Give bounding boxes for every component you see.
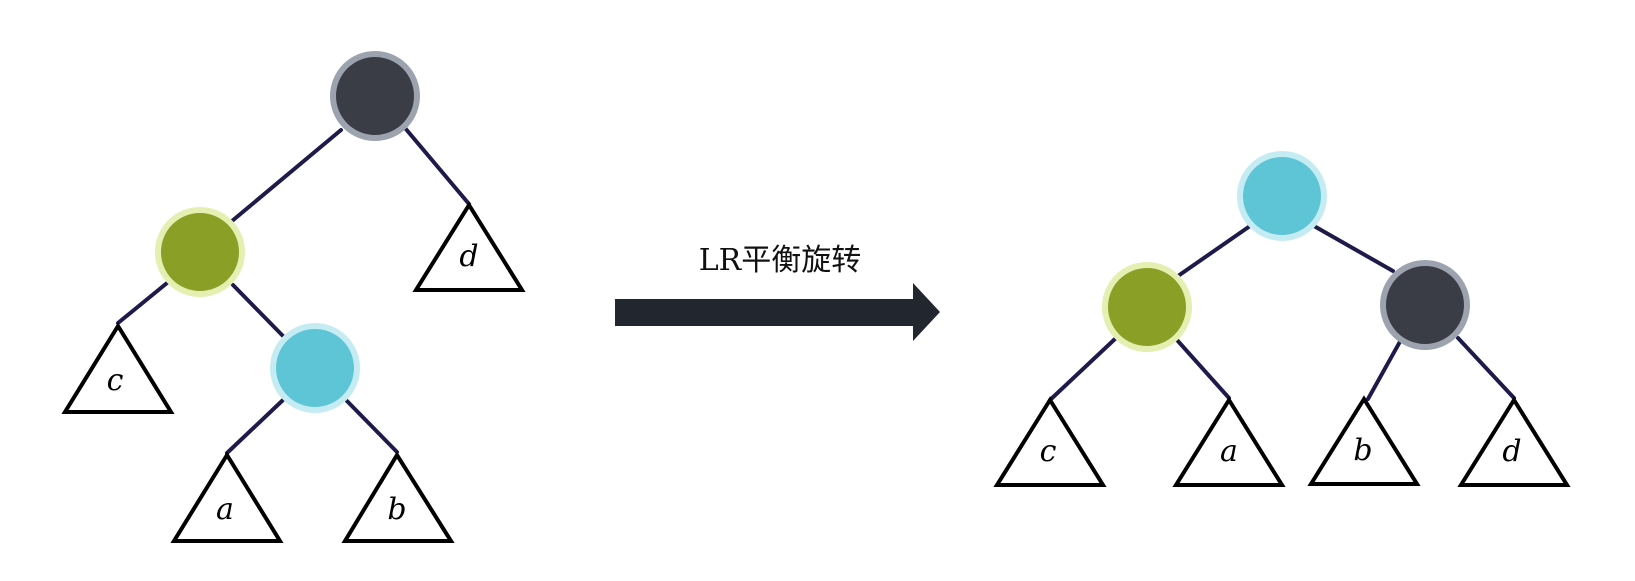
after-tree: c a b d (993, 151, 1571, 487)
before-leaf-b-triangle (341, 451, 455, 543)
before-edge-right-b (344, 398, 399, 454)
before-leaf-c-label: c (107, 363, 124, 398)
before-leaf-b-label: b (387, 492, 406, 527)
before-edge-left-right (231, 283, 285, 338)
after-edge-right-b (1366, 336, 1404, 401)
after-leaf-c-label: c (1040, 434, 1057, 469)
after-leaf-c-triangle (993, 396, 1107, 487)
after-leaf-a-triangle (1172, 396, 1286, 487)
before-leaf-a-triangle (170, 451, 284, 543)
before-edge-root-left (230, 128, 343, 223)
before-leaf-a-label: a (216, 492, 234, 527)
before-edge-right-a (225, 398, 285, 455)
before-right-node (270, 323, 360, 413)
before-edge-root-d (403, 126, 471, 206)
before-left-node (155, 207, 245, 297)
after-root-node (1237, 151, 1327, 241)
after-leaf-b-triangle (1307, 395, 1421, 486)
before-leaf-d-triangle (412, 201, 526, 292)
after-leaf-d-triangle (1457, 396, 1571, 487)
rotation-caption: LR平衡旋转 (699, 243, 862, 278)
after-left-node (1102, 262, 1192, 352)
rotation-arrow (615, 283, 940, 341)
before-edge-left-c (116, 281, 169, 325)
before-tree: c a b d (61, 51, 526, 543)
after-edge-root-right (1312, 224, 1395, 273)
after-leaf-d-label: d (1502, 434, 1521, 469)
after-edge-root-left (1176, 224, 1252, 278)
before-leaf-c-triangle (61, 322, 175, 414)
before-leaf-d-label: d (459, 239, 478, 274)
after-leaf-b-label: b (1353, 433, 1372, 468)
after-leaf-a-label: a (1220, 434, 1238, 469)
after-right-node (1380, 260, 1470, 350)
after-edge-right-d (1456, 336, 1516, 400)
before-root-node (330, 51, 420, 141)
after-edge-left-c (1048, 336, 1118, 402)
after-edge-left-a (1175, 338, 1231, 400)
